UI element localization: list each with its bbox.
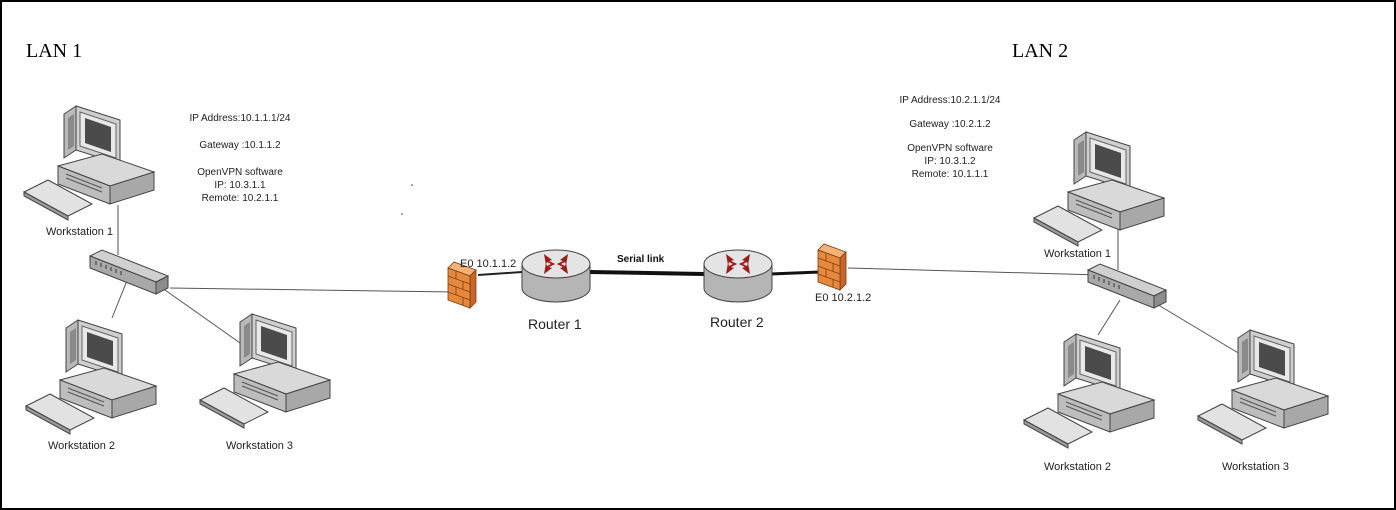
lan1-workstation-3-label: Workstation 3 [226, 440, 294, 452]
lan1-gateway: Gateway :10.1.1.2 [199, 140, 281, 151]
lan2-info: IP Address:10.2.1.1/24 Gateway :10.2.1.2… [870, 94, 1030, 181]
serial-link-line [589, 270, 705, 276]
lan2-workstation-2-label: Workstation 2 [1044, 461, 1112, 473]
lan1-switch-icon [89, 249, 169, 295]
lan1-workstation-1-icon[interactable] [23, 105, 155, 221]
lan2-workstation-1-icon[interactable] [1033, 131, 1165, 247]
link-router2-fw2 [769, 270, 821, 276]
lan2-workstation-2-icon[interactable] [1023, 333, 1155, 449]
lan2-gateway: Gateway :10.2.1.2 [909, 119, 991, 130]
lan2-workstation-1-label: Workstation 1 [1044, 248, 1112, 260]
lan1-openvpn-label: OpenVPN software [197, 167, 283, 178]
lan1-interface-label: E0 10.1.1.2 [460, 258, 517, 270]
lan2-openvpn-label: OpenVPN software [907, 143, 993, 154]
router-1-icon[interactable] [521, 249, 591, 303]
lan1-ip-address: IP Address:10.1.1.1/24 [189, 113, 291, 124]
lan2-firewall-icon [817, 243, 847, 291]
lan1-workstation-2-icon[interactable] [25, 319, 157, 435]
lan2-title: LAN 2 [1012, 40, 1069, 62]
router-1-label: Router 1 [528, 316, 582, 332]
lan2-workstation-3-label: Workstation 3 [1222, 461, 1290, 473]
lan2-workstation-3-icon[interactable] [1197, 329, 1329, 445]
router-2-label: Router 2 [710, 314, 764, 330]
router-2-icon[interactable] [703, 249, 773, 303]
lan2-switch-icon [1087, 263, 1167, 309]
lan2-ip-address: IP Address:10.2.1.1/24 [899, 95, 1001, 106]
lan1-workstation-1-label: Workstation 1 [46, 226, 114, 238]
lan2-interface-label: E0 10.2.1.2 [815, 292, 872, 304]
stray-dot [401, 213, 403, 215]
lan2-vpn-ip: IP: 10.3.1.2 [924, 156, 976, 167]
lan1-workstation-3-icon[interactable] [199, 313, 331, 429]
lan1-workstation-2-label: Workstation 2 [48, 440, 116, 452]
lan1-remote: Remote: 10.2.1.1 [201, 193, 279, 204]
lan2-remote: Remote: 10.1.1.1 [911, 169, 989, 180]
lan1-vpn-ip: IP: 10.3.1.1 [214, 180, 266, 191]
stray-dot [411, 184, 413, 186]
lan1-title: LAN 1 [26, 40, 83, 62]
serial-link-label: Serial link [617, 254, 665, 265]
link-fw1-router1 [477, 271, 523, 276]
lan1-info: IP Address:10.1.1.1/24 Gateway :10.1.1.2… [160, 112, 320, 205]
